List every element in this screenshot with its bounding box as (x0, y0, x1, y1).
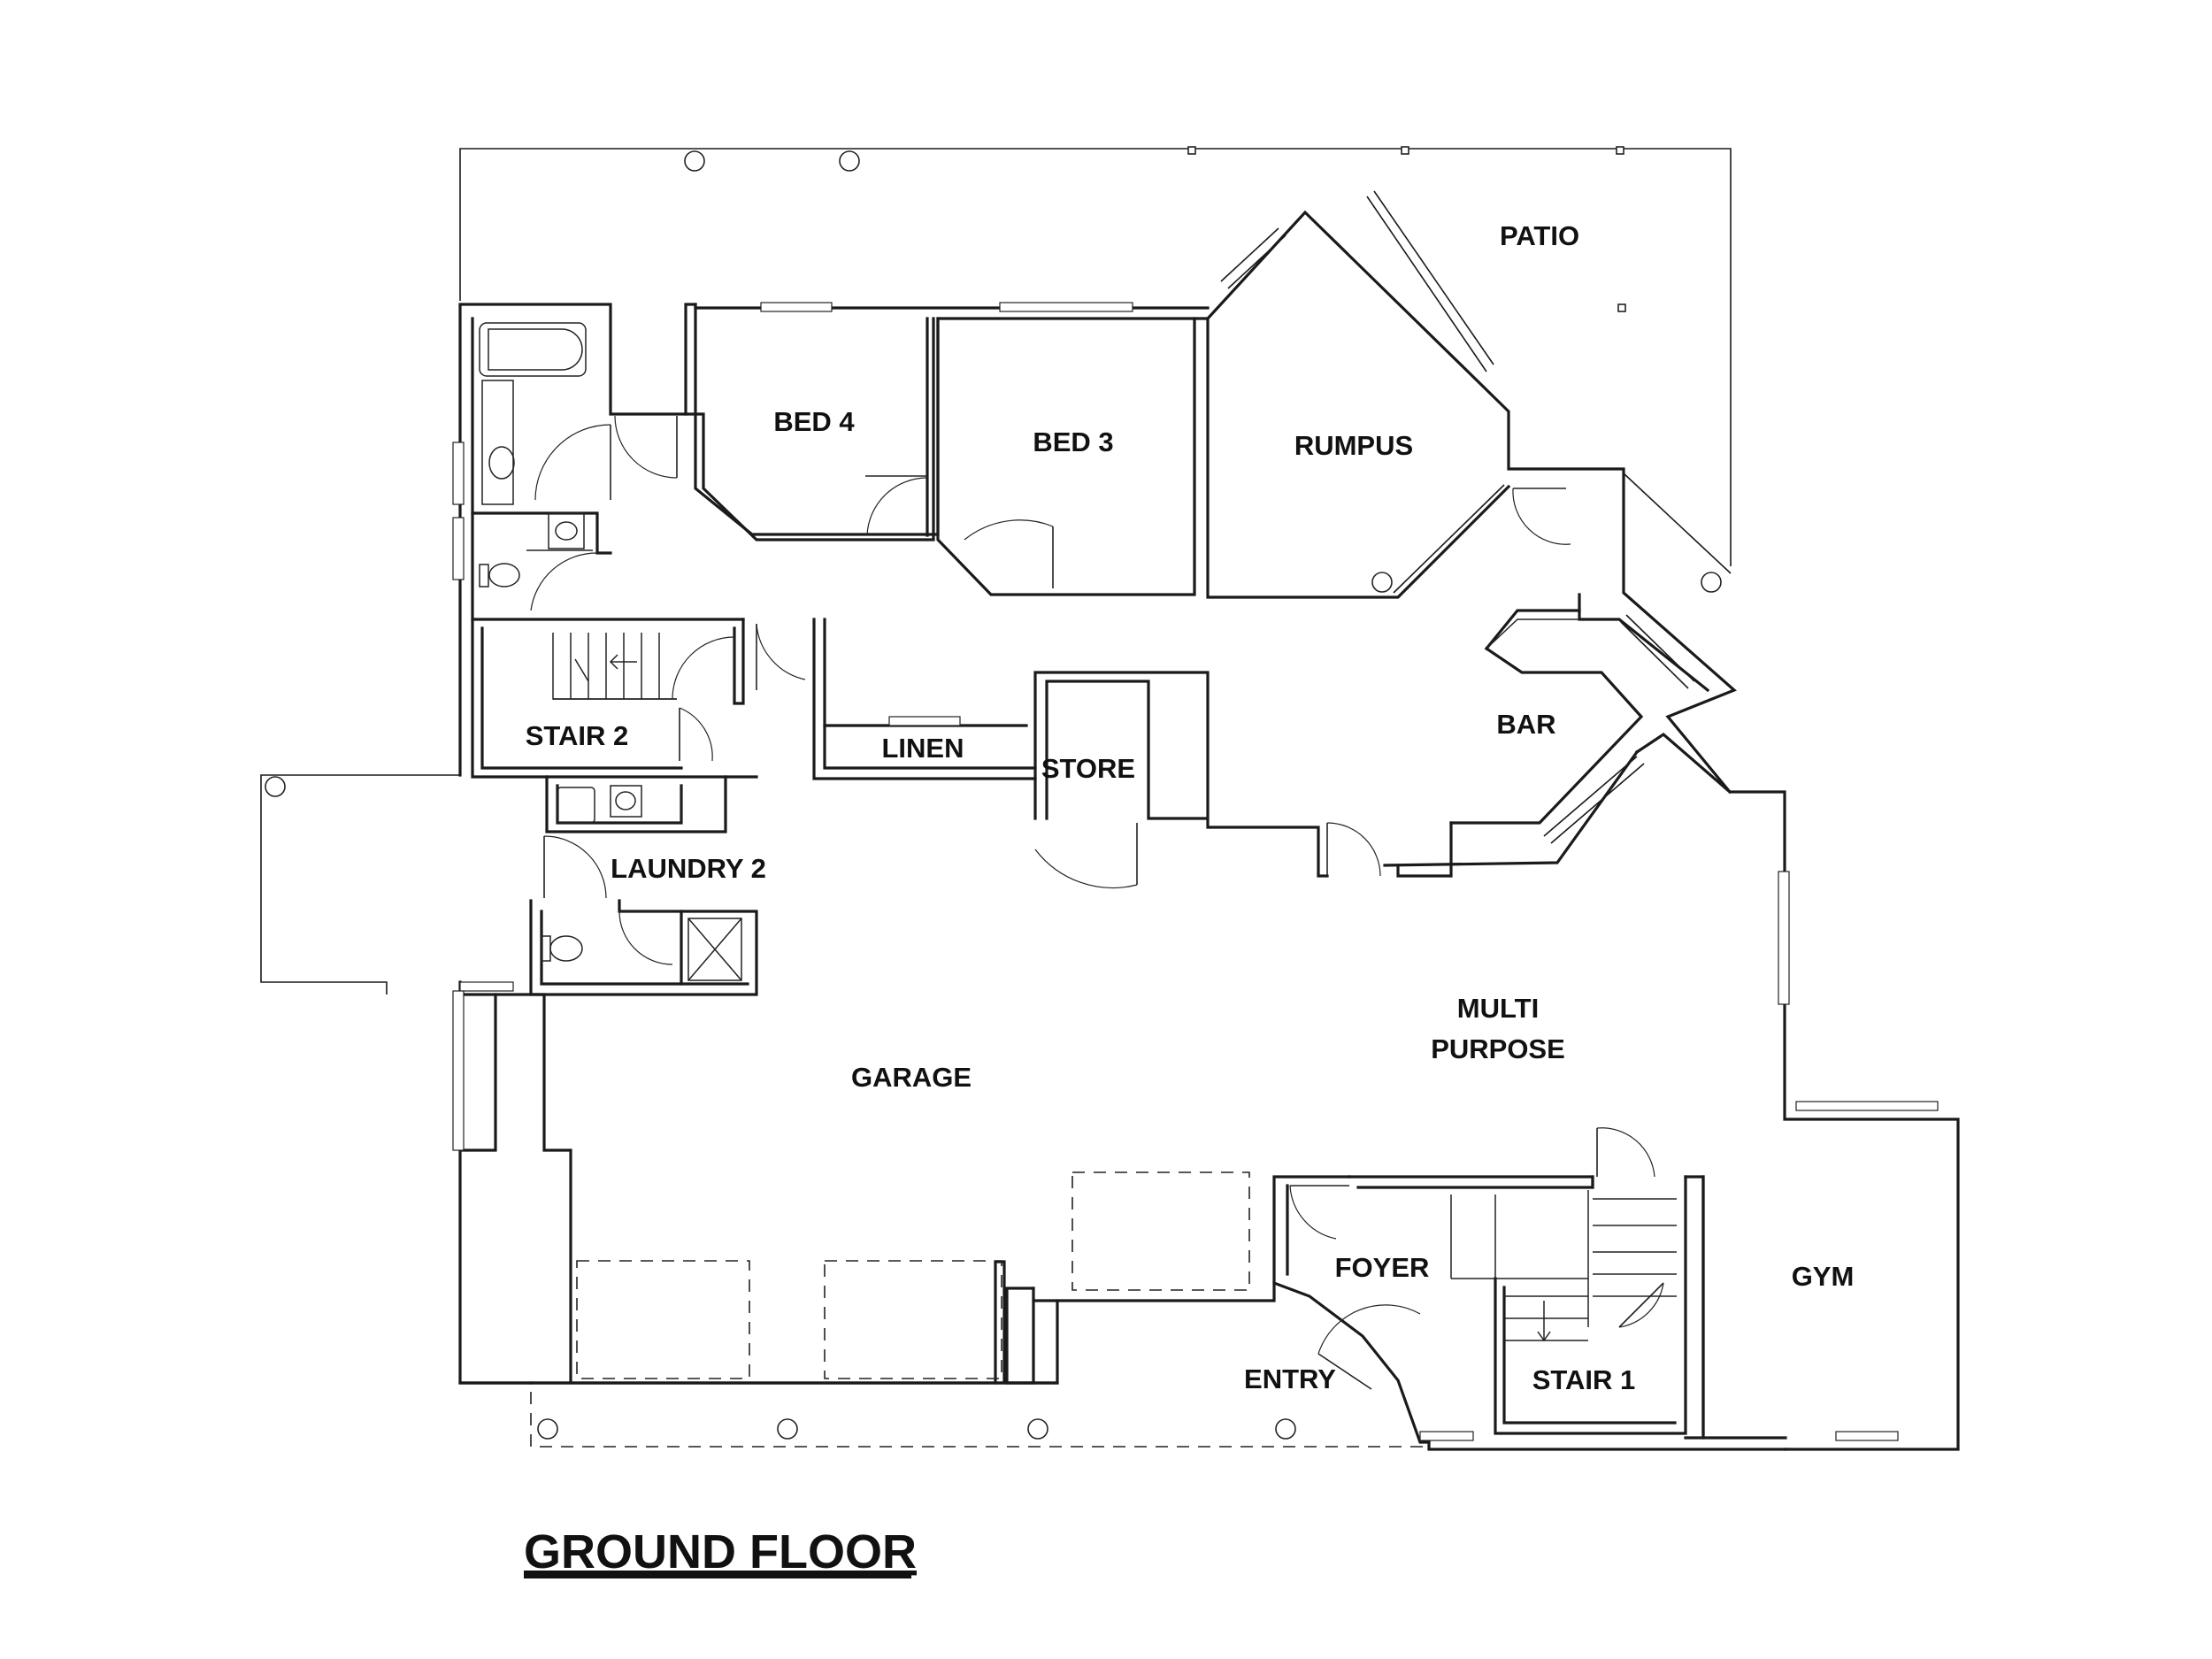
label-bed-4: BED 4 (773, 406, 855, 437)
room-labels: PATIO BED 4 BED 3 RUMPUS BAR STAIR 2 LIN… (526, 220, 1855, 1395)
label-multi: MULTI (1457, 993, 1539, 1024)
wc-toilet (549, 935, 583, 962)
garage-car-bays (530, 1171, 1429, 1448)
garage-front-posts (537, 1418, 1296, 1440)
basin (488, 446, 515, 480)
label-rumpus: RUMPUS (1294, 430, 1413, 461)
bathtub (479, 322, 587, 377)
doors (526, 415, 1664, 1390)
patio-post (1701, 572, 1722, 593)
patio-area (459, 146, 1732, 594)
label-bar: BAR (1496, 709, 1555, 740)
toilet (488, 563, 520, 588)
laundry-tub (610, 785, 642, 818)
label-bed-3: BED 3 (1033, 426, 1113, 457)
vanity (548, 512, 585, 549)
shower (687, 918, 742, 981)
label-linen: LINEN (882, 733, 964, 764)
side-carport (260, 774, 460, 995)
label-gym: GYM (1792, 1261, 1855, 1292)
windows (452, 190, 1939, 1441)
carport-post (265, 776, 286, 797)
label-garage: GARAGE (851, 1062, 972, 1093)
label-entry: ENTRY (1244, 1363, 1336, 1394)
plan-title: GROUND FLOOR (524, 1525, 917, 1578)
label-purpose: PURPOSE (1431, 1033, 1565, 1064)
fixtures (479, 322, 1579, 981)
stair-1 (1450, 1190, 1677, 1342)
label-laundry-2: LAUNDRY 2 (611, 853, 766, 884)
stair-2 (552, 633, 677, 700)
patio-post (1371, 572, 1393, 593)
label-stair-1: STAIR 1 (1532, 1364, 1636, 1395)
interior-walls (471, 317, 1787, 1440)
label-stair-2: STAIR 2 (526, 720, 629, 751)
label-store: STORE (1041, 753, 1135, 784)
label-foyer: FOYER (1335, 1252, 1430, 1283)
washer (557, 787, 595, 824)
patio-post (839, 150, 860, 172)
patio-post (684, 150, 705, 172)
label-patio: PATIO (1500, 220, 1579, 251)
